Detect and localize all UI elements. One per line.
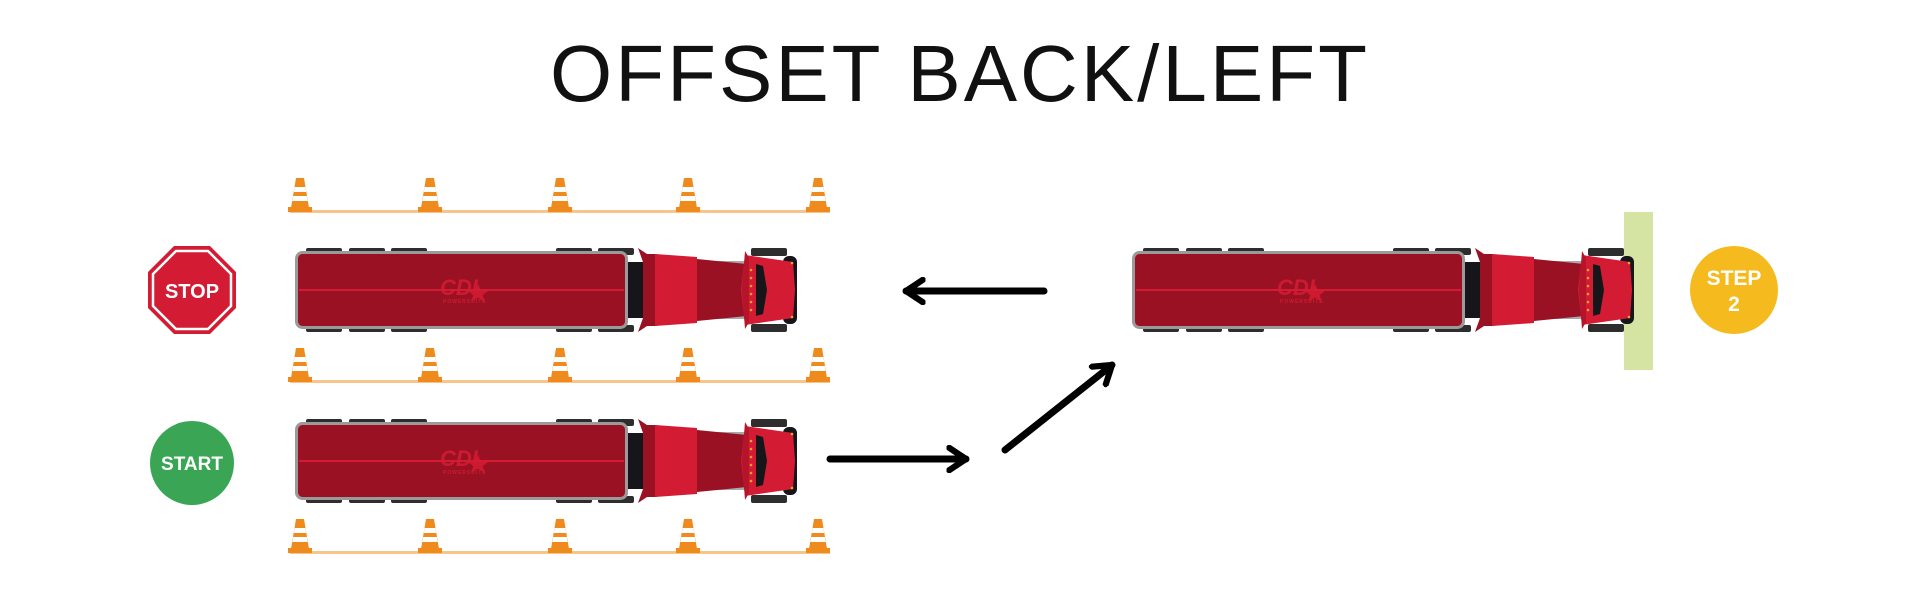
page-title: OFFSET BACK/LEFT xyxy=(550,29,1370,118)
stop-label: STOP xyxy=(165,281,219,303)
traffic-cone-icon xyxy=(548,519,572,553)
traffic-cone-icon xyxy=(288,178,312,212)
traffic-cone-icon xyxy=(676,519,700,553)
traffic-cone-icon xyxy=(806,348,830,382)
traffic-cone-icon xyxy=(806,178,830,212)
truck-stop-position-icon xyxy=(297,248,798,332)
traffic-cone-icon xyxy=(676,178,700,212)
traffic-cone-icon xyxy=(418,519,442,553)
traffic-cone-icon xyxy=(288,348,312,382)
step-badge: STEP 2 xyxy=(1690,246,1778,334)
arrow-diagonal-icon xyxy=(1001,361,1116,454)
traffic-cone-icon xyxy=(418,178,442,212)
traffic-cone-icon xyxy=(288,519,312,553)
stop-sign: STOP xyxy=(148,246,236,334)
step-number: 2 xyxy=(1728,293,1740,316)
start-badge: START xyxy=(150,421,234,505)
traffic-cone-icon xyxy=(806,519,830,553)
traffic-cone-icon xyxy=(418,348,442,382)
traffic-cone-icon xyxy=(548,348,572,382)
truck-step2-position-icon xyxy=(1134,248,1635,332)
cone-row-bottom xyxy=(288,519,830,554)
start-label: START xyxy=(161,454,223,475)
truck-start-position-icon xyxy=(297,419,798,503)
cone-row-top xyxy=(288,178,830,213)
traffic-cone-icon xyxy=(548,178,572,212)
cone-row-middle xyxy=(288,348,830,383)
traffic-cone-icon xyxy=(676,348,700,382)
step-label: STEP xyxy=(1707,267,1762,290)
